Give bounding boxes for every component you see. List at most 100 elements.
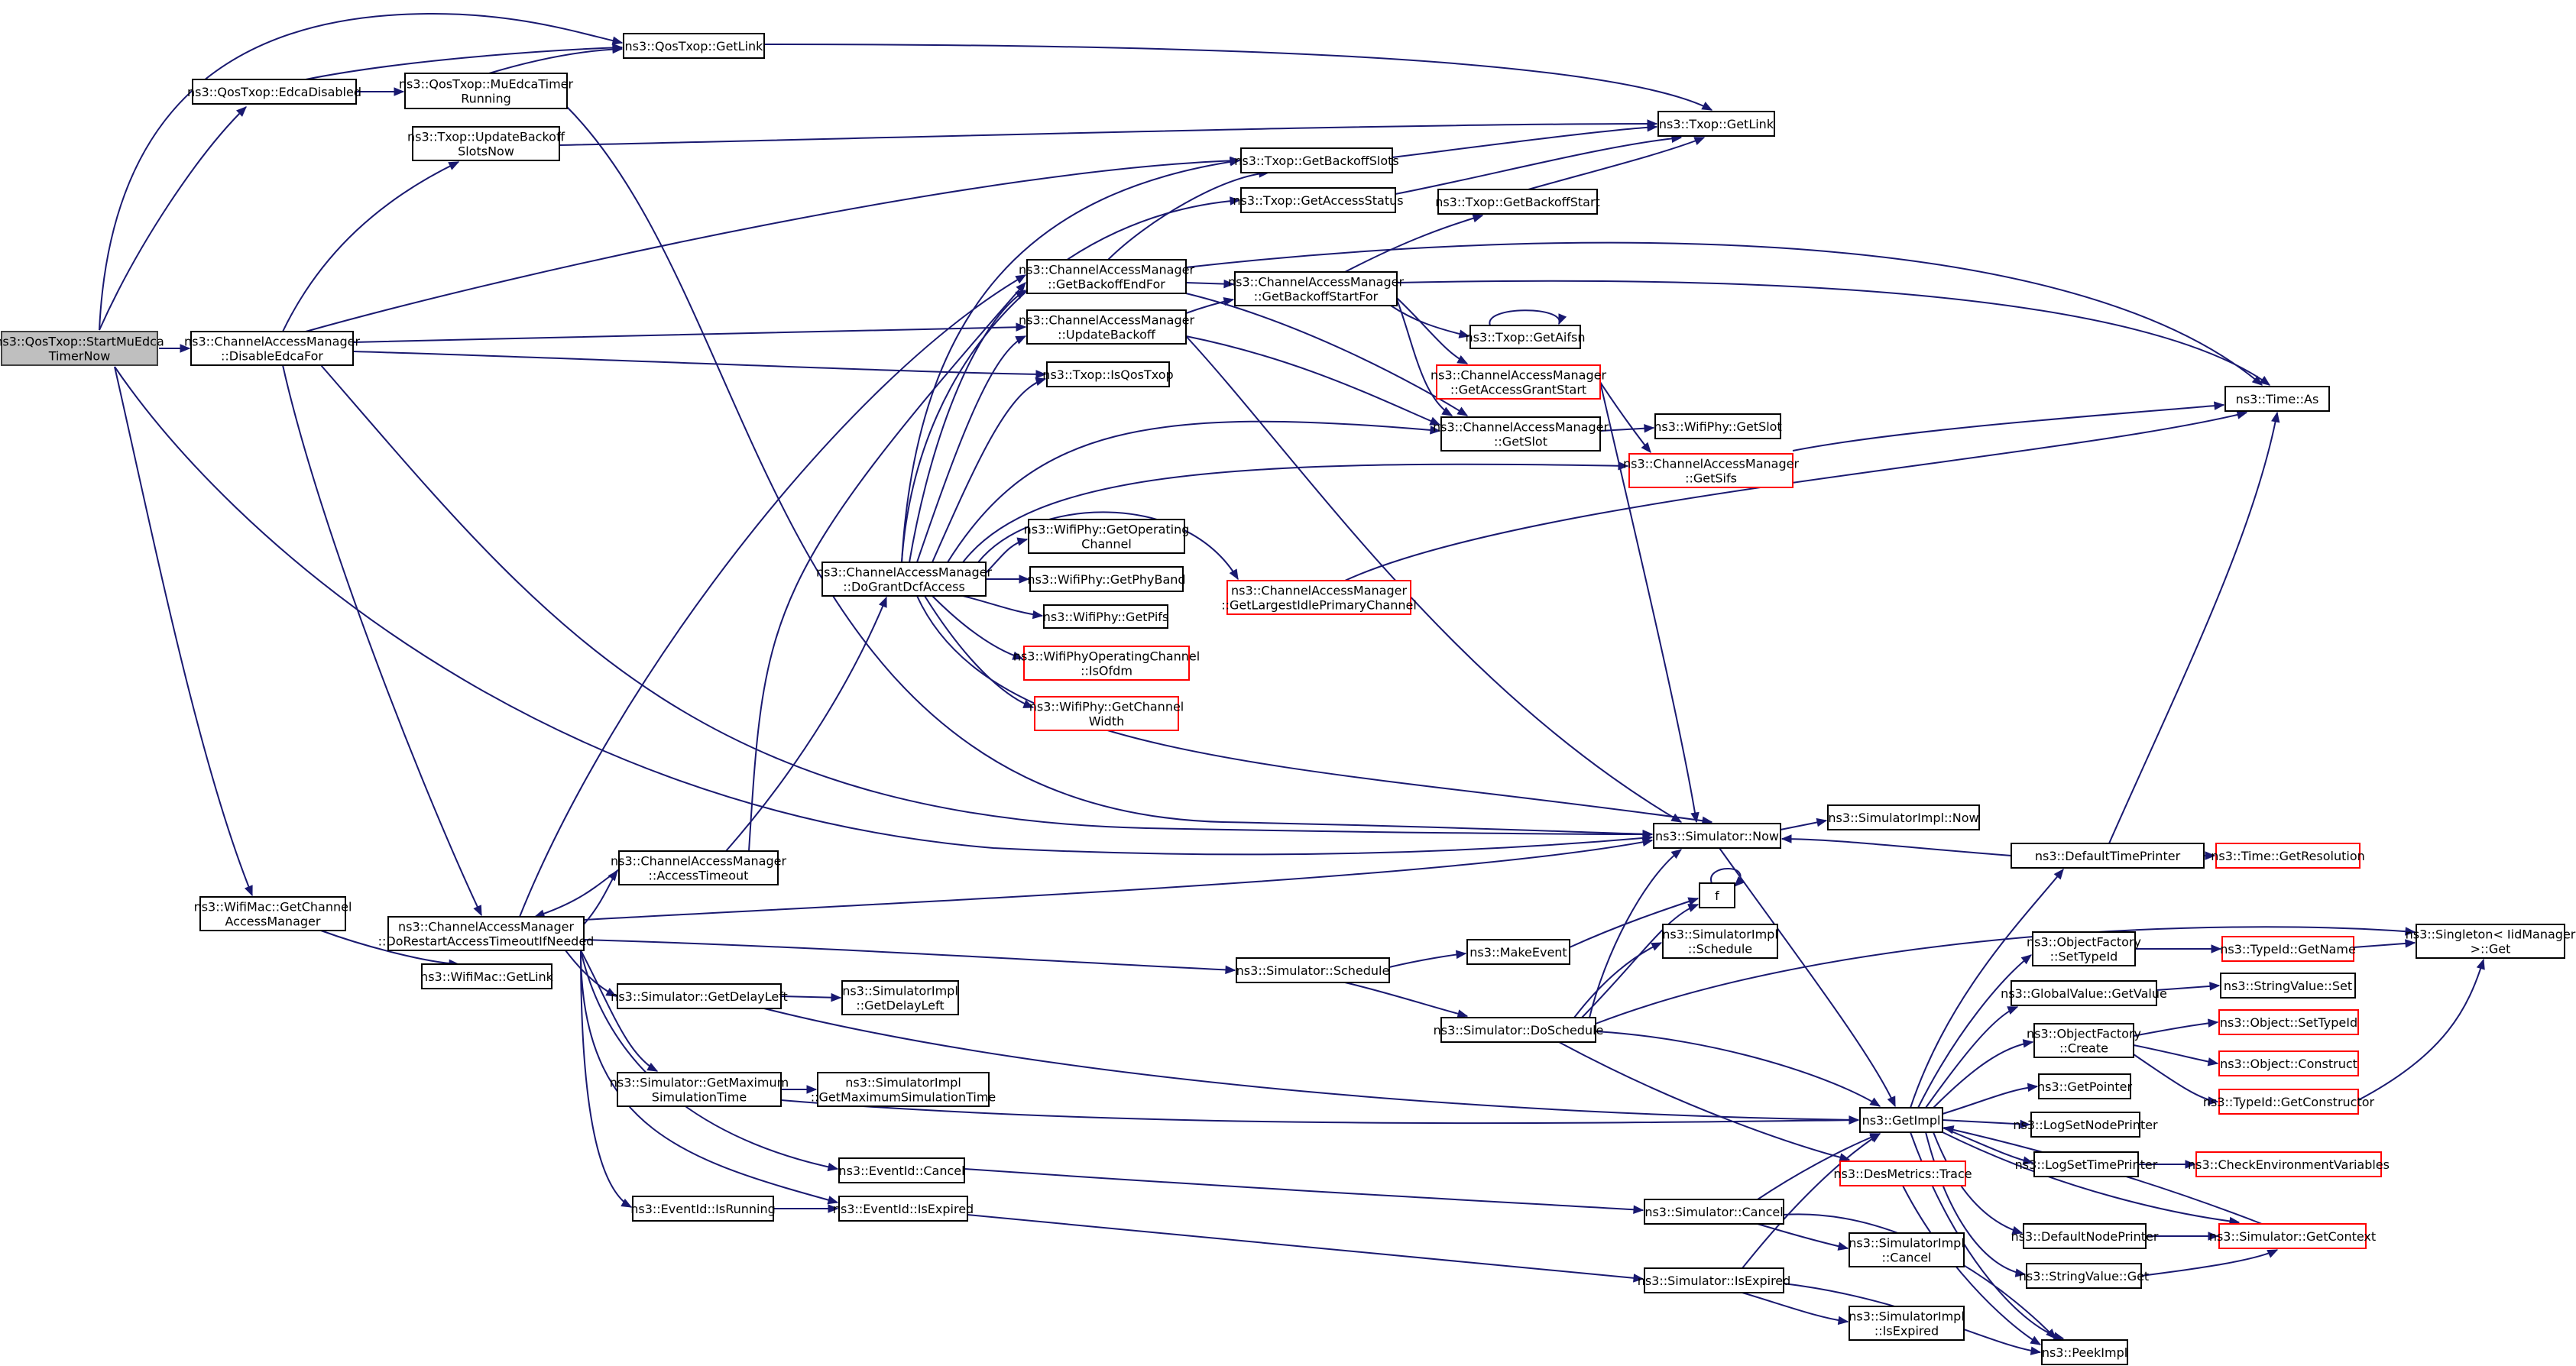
node-getAifsn[interactable]: ns3::Txop::GetAifsn <box>1466 325 1586 349</box>
node-phyGetSlot[interactable]: ns3::WifiPhy::GetSlot <box>1654 413 1782 439</box>
node-timeAs[interactable]: ns3::Time::As <box>2224 386 2330 412</box>
node-checkEnv[interactable]: ns3::CheckEnvironmentVariables <box>2188 1151 2390 1177</box>
node-simGetContext[interactable]: ns3::Simulator::GetContext <box>2209 1223 2376 1249</box>
node-eventCancel[interactable]: ns3::EventId::Cancel <box>838 1157 965 1183</box>
node-box-defaultTimePrinter[interactable] <box>2011 843 2205 869</box>
node-simImplMaxSimTime[interactable]: ns3::SimulatorImpl::GetMaximumSimulation… <box>811 1072 996 1107</box>
node-simImplSchedule[interactable]: ns3::SimulatorImpl::Schedule <box>1662 924 1778 959</box>
node-isOfdm[interactable]: ns3::WifiPhyOperatingChannel::IsOfdm <box>1013 646 1200 681</box>
node-box-desTrace[interactable] <box>1839 1160 1966 1186</box>
node-box-getAccessGrantStart[interactable] <box>1436 364 1601 400</box>
node-eventIsExpired[interactable]: ns3::EventId::IsExpired <box>833 1196 974 1222</box>
node-box-logSetTime[interactable] <box>2033 1151 2139 1177</box>
node-getDelayLeft[interactable]: ns3::Simulator::GetDelayLeft <box>611 983 788 1009</box>
node-box-largestIdle[interactable] <box>1226 580 1411 615</box>
node-desTrace[interactable]: ns3::DesMetrics::Trace <box>1833 1160 1972 1186</box>
node-box-getPhyBand[interactable] <box>1029 566 1184 592</box>
node-box-doGrantDcf[interactable] <box>821 562 987 597</box>
node-box-eventIsRunning[interactable] <box>632 1196 774 1222</box>
node-box-getBackoffEndFor[interactable] <box>1026 259 1187 294</box>
node-simImplCancel[interactable]: ns3::SimulatorImpl::Cancel <box>1849 1232 1965 1267</box>
node-logSetTime[interactable]: ns3::LogSetTimePrinter <box>2015 1151 2158 1177</box>
node-box-getImpl[interactable] <box>1859 1107 1943 1133</box>
node-box-simImplSchedule[interactable] <box>1662 924 1778 959</box>
node-accessTimeout[interactable]: ns3::ChannelAccessManager::AccessTimeout <box>611 850 786 885</box>
node-simImplIsExpired[interactable]: ns3::SimulatorImpl::IsExpired <box>1849 1306 1965 1341</box>
node-box-disableEdcaFor[interactable] <box>190 331 354 366</box>
node-box-objFactoryTypeId[interactable] <box>2032 931 2136 966</box>
node-box-getDelayLeft[interactable] <box>617 983 782 1009</box>
node-getResolution[interactable]: ns3::Time::GetResolution <box>2211 843 2365 869</box>
node-box-simSchedule[interactable] <box>1236 957 1390 983</box>
node-box-simImplDelayLeft[interactable] <box>841 980 959 1015</box>
node-stringValueSet[interactable]: ns3::StringValue::Set <box>2220 973 2356 999</box>
node-box-getChannelWidth[interactable] <box>1034 696 1179 731</box>
node-box-qosGetLink[interactable] <box>623 33 765 59</box>
node-getSifs[interactable]: ns3::ChannelAccessManager::GetSifs <box>1623 453 1799 488</box>
node-box-objFactoryCreate[interactable] <box>2033 1023 2134 1058</box>
node-makeEvent[interactable]: ns3::MakeEvent <box>1466 939 1570 965</box>
node-box-getBackoffSlots[interactable] <box>1240 147 1393 173</box>
node-box-muEdcaTimer[interactable] <box>404 73 568 109</box>
node-simNow[interactable]: ns3::Simulator::Now <box>1653 823 1781 849</box>
node-box-simImplCancel[interactable] <box>1849 1232 1965 1267</box>
node-getBackoffStartFor[interactable]: ns3::ChannelAccessManager::GetBackoffSta… <box>1228 271 1404 306</box>
node-box-simCancel[interactable] <box>1644 1199 1784 1225</box>
node-globalValueGet[interactable]: ns3::GlobalValue::GetValue <box>2001 980 2167 1006</box>
node-box-peekImpl[interactable] <box>2041 1339 2128 1365</box>
node-box-getOpChannel[interactable] <box>1028 519 1185 554</box>
node-box-getPointer[interactable] <box>2038 1073 2131 1099</box>
node-simCancel[interactable]: ns3::Simulator::Cancel <box>1644 1199 1784 1225</box>
node-objFactoryTypeId[interactable]: ns3::ObjectFactory::SetTypeId <box>2027 931 2141 966</box>
node-box-eventIsExpired[interactable] <box>838 1196 968 1222</box>
node-getSlot[interactable]: ns3::ChannelAccessManager::GetSlot <box>1433 416 1609 452</box>
node-box-f[interactable] <box>1699 882 1735 908</box>
node-typeIdGetCtor[interactable]: ns3::TypeId::GetConstructor <box>2203 1089 2375 1115</box>
node-box-simGetContext[interactable] <box>2218 1223 2367 1249</box>
node-doSchedule[interactable]: ns3::Simulator::DoSchedule <box>1434 1017 1604 1043</box>
node-box-logSetNode[interactable] <box>2030 1112 2140 1138</box>
node-stringValueGet[interactable]: ns3::StringValue::Get <box>2019 1263 2149 1289</box>
node-box-eventCancel[interactable] <box>838 1157 965 1183</box>
node-box-defaultNodePrinter[interactable] <box>2023 1223 2147 1249</box>
node-getBackoffStart[interactable]: ns3::Txop::GetBackoffStart <box>1435 189 1600 215</box>
node-box-simIsExpired[interactable] <box>1644 1267 1784 1293</box>
node-box-simImplMaxSimTime[interactable] <box>817 1072 990 1107</box>
node-box-simImplIsExpired[interactable] <box>1849 1306 1965 1341</box>
node-box-checkEnv[interactable] <box>2195 1151 2382 1177</box>
node-simSchedule[interactable]: ns3::Simulator::Schedule <box>1236 957 1390 983</box>
node-doGrantDcf[interactable]: ns3::ChannelAccessManager::DoGrantDcfAcc… <box>816 562 992 597</box>
node-singletonGet[interactable]: ns3::Singleton< IidManager>::Get <box>2406 924 2576 959</box>
node-f[interactable]: f <box>1699 882 1735 908</box>
node-box-getMaxSimTime[interactable] <box>617 1072 782 1107</box>
node-peekImpl[interactable]: ns3::PeekImpl <box>2041 1339 2128 1365</box>
node-box-isOfdm[interactable] <box>1023 646 1190 681</box>
node-box-getAccessStatus[interactable] <box>1240 187 1396 213</box>
node-qosGetLink[interactable]: ns3::QosTxop::GetLink <box>623 33 765 59</box>
node-box-makeEvent[interactable] <box>1466 939 1570 965</box>
node-box-typeIdGetCtor[interactable] <box>2218 1089 2359 1115</box>
node-simImplDelayLeft[interactable]: ns3::SimulatorImpl::GetDelayLeft <box>841 980 959 1015</box>
node-isQosTxop[interactable]: ns3::Txop::IsQosTxop <box>1042 361 1174 387</box>
node-doRestart[interactable]: ns3::ChannelAccessManager::DoRestartAcce… <box>378 916 595 951</box>
node-box-doRestart[interactable] <box>387 916 585 951</box>
node-simImplNow[interactable]: ns3::SimulatorImpl::Now <box>1827 804 1980 830</box>
node-box-getBackoffStart[interactable] <box>1437 189 1598 215</box>
node-box-typeIdGetName[interactable] <box>2221 936 2354 962</box>
node-simIsExpired[interactable]: ns3::Simulator::IsExpired <box>1638 1267 1791 1293</box>
node-getPifs[interactable]: ns3::WifiPhy::GetPifs <box>1043 604 1169 629</box>
node-box-getPifs[interactable] <box>1043 604 1168 629</box>
node-typeIdGetName[interactable]: ns3::TypeId::GetName <box>2220 936 2356 962</box>
node-box-timeAs[interactable] <box>2224 386 2330 412</box>
node-box-simImplNow[interactable] <box>1827 804 1980 830</box>
node-disableEdcaFor[interactable]: ns3::ChannelAccessManager::DisableEdcaFo… <box>184 331 360 366</box>
node-box-globalValueGet[interactable] <box>2011 980 2157 1006</box>
node-getImpl[interactable]: ns3::GetImpl <box>1859 1107 1943 1133</box>
node-box-getResolution[interactable] <box>2215 843 2361 869</box>
